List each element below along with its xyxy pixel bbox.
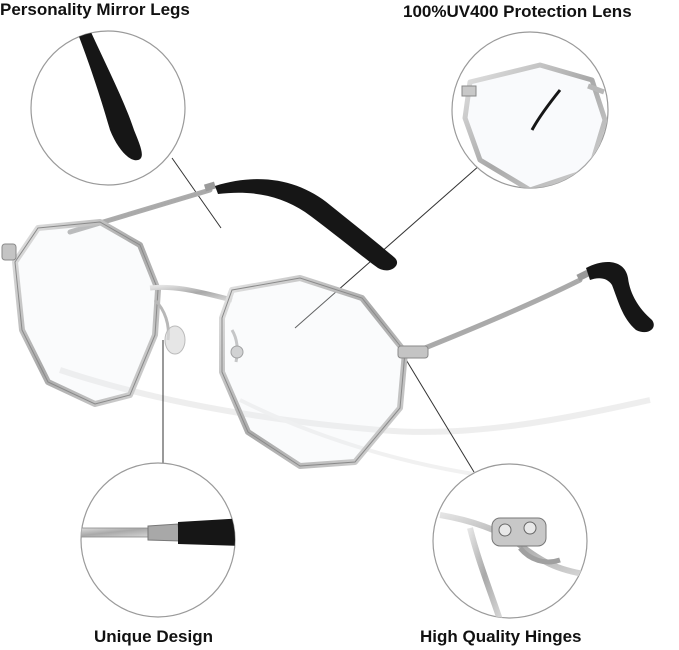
bridge: [149, 284, 244, 363]
callout-lines: [162, 157, 481, 473]
right-lens-frame: [219, 275, 429, 469]
left-hinge: [1, 243, 17, 261]
feature-label-uv400-lens: 100%UV400 Protection Lens: [403, 2, 632, 21]
detail-circle-unique-design: [80, 462, 236, 618]
feature-label-unique-design: Unique Design: [94, 627, 214, 646]
feature-label-mirror-legs: Personality Mirror Legs: [0, 0, 190, 19]
detail-circle-uv-lens: [451, 31, 609, 189]
detail-circle-hinges: [432, 463, 588, 619]
detail-circle-mirror-legs: [30, 30, 186, 186]
right-temple-arm: [412, 262, 654, 355]
left-lens-frame: [12, 219, 161, 407]
feature-label-hinges: High Quality Hinges: [420, 627, 582, 646]
